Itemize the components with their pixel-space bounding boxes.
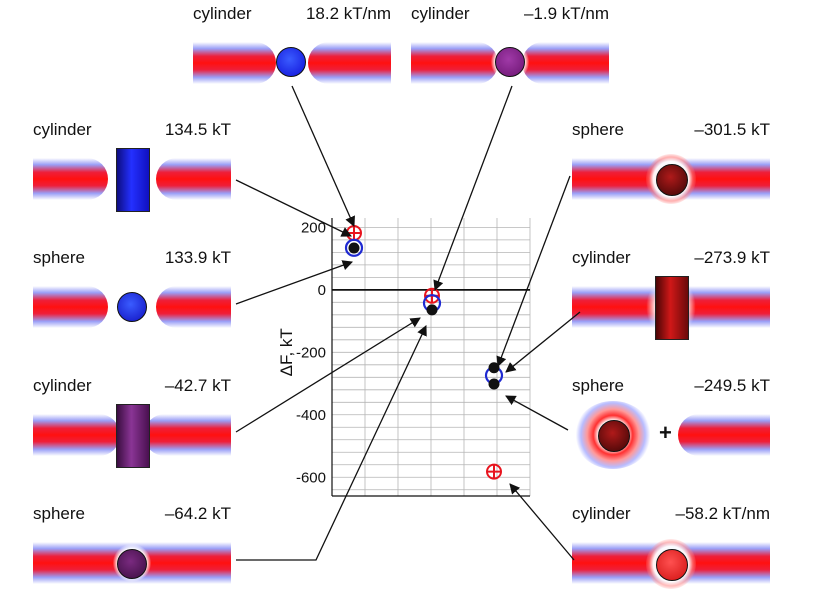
y-tick-label: -600 xyxy=(296,469,326,486)
panel-value-label: 134.5 kT xyxy=(164,120,231,139)
panel-right3: sphere –249.5 kT + xyxy=(572,376,770,472)
panel-left1: cylinder 134.5 kT xyxy=(33,120,231,216)
panel-shape-label: cylinder xyxy=(193,4,252,23)
panel-right1: sphere –301.5 kT xyxy=(572,120,770,216)
panel-value-label: 18.2 kT/nm xyxy=(305,4,391,23)
panel-value-label: –58.2 kT/nm xyxy=(675,504,771,523)
panel-value-label: –273.9 kT xyxy=(694,248,770,267)
arrow xyxy=(291,85,355,227)
panel-right2: cylinder –273.9 kT xyxy=(572,248,770,344)
y-tick-label: -400 xyxy=(296,407,326,424)
y-tick-label: -200 xyxy=(296,344,326,361)
panel-shape-label: cylinder xyxy=(411,4,470,23)
data-point xyxy=(348,242,360,254)
panel-shape-label: sphere xyxy=(572,376,624,395)
panel-shape-label: sphere xyxy=(33,248,85,267)
panel-value-label: –64.2 kT xyxy=(164,504,231,523)
y-axis-label: ΔF, kT xyxy=(277,328,296,376)
panel-shape-label: cylinder xyxy=(33,376,92,395)
panel-image xyxy=(572,144,770,214)
panel-image xyxy=(33,528,231,598)
panel-image xyxy=(33,400,231,470)
panel-left4: sphere –64.2 kT xyxy=(33,504,231,600)
panel-image xyxy=(193,28,391,98)
panel-shape-label: cylinder xyxy=(572,248,631,267)
panel-left2: sphere 133.9 kT xyxy=(33,248,231,344)
panel-image: + xyxy=(572,400,770,470)
panel-image xyxy=(572,272,770,342)
plus-symbol: + xyxy=(659,420,672,445)
panel-value-label: –301.5 kT xyxy=(694,120,770,139)
panel-image xyxy=(33,144,231,214)
panel-shape-label: sphere xyxy=(33,504,85,523)
panel-value-label: –1.9 kT/nm xyxy=(523,4,609,23)
y-tick-label: 0 xyxy=(318,282,326,299)
panel-left3: cylinder –42.7 kT xyxy=(33,376,231,472)
panel-image xyxy=(33,272,231,342)
data-point xyxy=(426,304,438,316)
panel-shape-label: cylinder xyxy=(572,504,631,523)
panel-top1: cylinder 18.2 kT/nm xyxy=(193,4,391,100)
data-point xyxy=(488,362,500,374)
panel-right4: cylinder –58.2 kT/nm xyxy=(572,504,770,600)
panel-image xyxy=(572,528,770,598)
panel-value-label: –249.5 kT xyxy=(694,376,770,395)
panel-image xyxy=(411,28,609,98)
y-tick-label: 200 xyxy=(301,219,326,236)
data-point xyxy=(344,238,364,257)
panel-shape-label: sphere xyxy=(572,120,624,139)
panel-shape-label: cylinder xyxy=(33,120,92,139)
panel-top2: cylinder –1.9 kT/nm xyxy=(411,4,609,100)
data-point xyxy=(488,378,500,390)
panel-value-label: –42.7 kT xyxy=(164,376,231,395)
panel-value-label: 133.9 kT xyxy=(164,248,231,267)
